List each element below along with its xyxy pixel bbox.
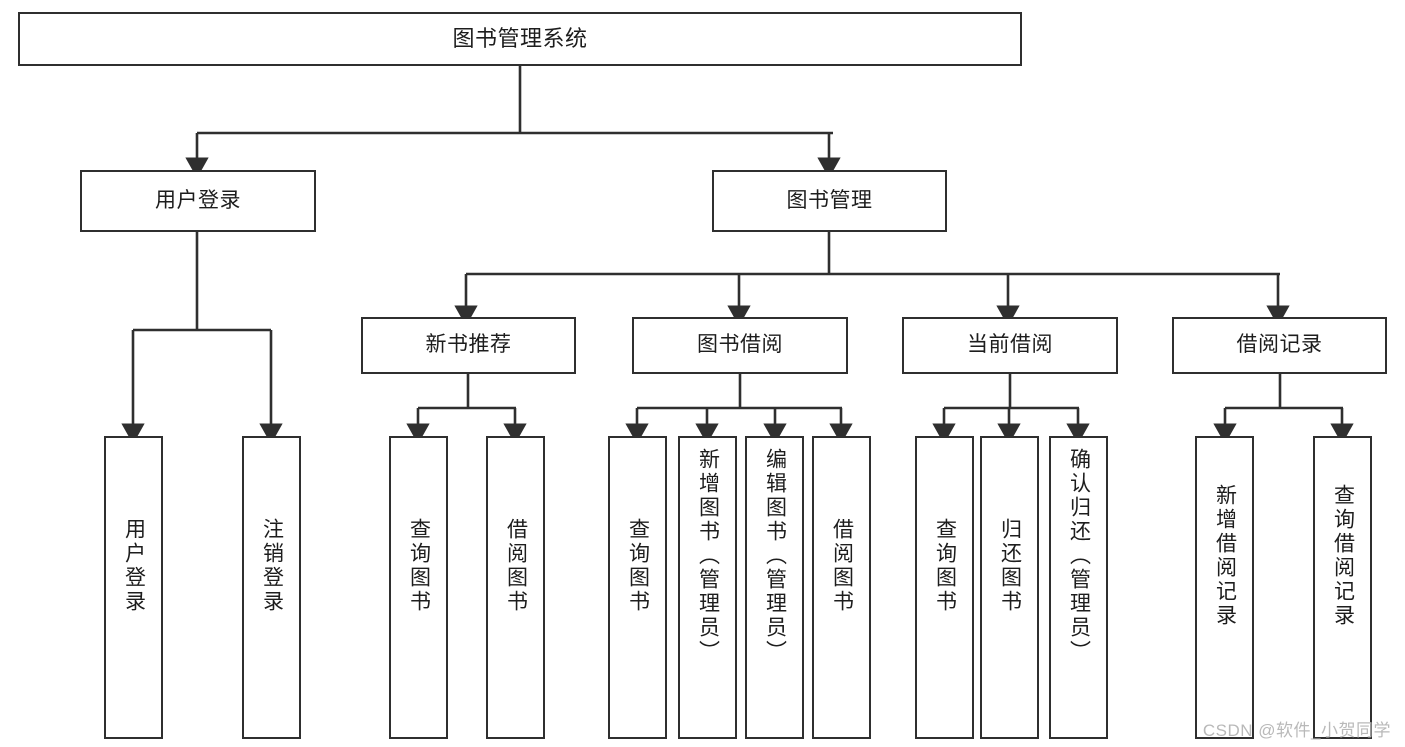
node-label: 借阅记录	[1236, 333, 1323, 357]
leaf-user-login[interactable]: 用户登录	[104, 436, 163, 739]
node-label: 编辑图书（管理员）	[763, 448, 787, 664]
node-label: 借阅图书	[504, 518, 528, 614]
leaf-add-borrow-record[interactable]: 新增借阅记录	[1195, 436, 1254, 739]
node-label: 新书推荐	[425, 333, 512, 357]
leaf-edit-book-admin[interactable]: 编辑图书（管理员）	[745, 436, 804, 739]
node-label: 查询图书	[626, 518, 650, 614]
node-label: 新增借阅记录	[1213, 484, 1237, 628]
node-label: 查询借阅记录	[1331, 484, 1355, 628]
node-label: 确认归还（管理员）	[1067, 448, 1091, 664]
node-label: 借阅图书	[830, 518, 854, 614]
node-label: 图书借阅	[697, 333, 783, 357]
node-label: 图书管理	[786, 188, 873, 212]
node-label: 新增图书（管理员）	[696, 448, 720, 664]
node-label: 用户登录	[122, 518, 146, 614]
node-label: 查询图书	[407, 518, 431, 614]
leaf-borrow-book-new[interactable]: 借阅图书	[486, 436, 545, 739]
leaf-borrow-book[interactable]: 借阅图书	[812, 436, 871, 739]
leaf-query-book-new[interactable]: 查询图书	[389, 436, 448, 739]
node-user-login[interactable]: 用户登录	[80, 170, 316, 232]
leaf-add-book-admin[interactable]: 新增图书（管理员）	[678, 436, 737, 739]
node-borrow-records[interactable]: 借阅记录	[1172, 317, 1387, 374]
node-label: 注销登录	[260, 518, 284, 614]
leaf-logout[interactable]: 注销登录	[242, 436, 301, 739]
node-label: 用户登录	[155, 188, 241, 212]
leaf-return-book[interactable]: 归还图书	[980, 436, 1039, 739]
node-current-borrow[interactable]: 当前借阅	[902, 317, 1118, 374]
node-label: 当前借阅	[967, 333, 1053, 357]
node-book-management[interactable]: 图书管理	[712, 170, 947, 232]
node-label: 图书管理系统	[452, 26, 588, 52]
node-root-system[interactable]: 图书管理系统	[18, 12, 1022, 66]
node-label: 查询图书	[933, 518, 957, 614]
leaf-confirm-return-admin[interactable]: 确认归还（管理员）	[1049, 436, 1108, 739]
leaf-query-borrow-record[interactable]: 查询借阅记录	[1313, 436, 1372, 739]
node-label: 归还图书	[998, 518, 1022, 614]
leaf-query-book-borrow[interactable]: 查询图书	[608, 436, 667, 739]
node-new-book-recommend[interactable]: 新书推荐	[361, 317, 576, 374]
watermark-text: CSDN @软件_小贺同学	[1202, 721, 1391, 740]
leaf-query-book-current[interactable]: 查询图书	[915, 436, 974, 739]
node-book-borrow[interactable]: 图书借阅	[632, 317, 848, 374]
